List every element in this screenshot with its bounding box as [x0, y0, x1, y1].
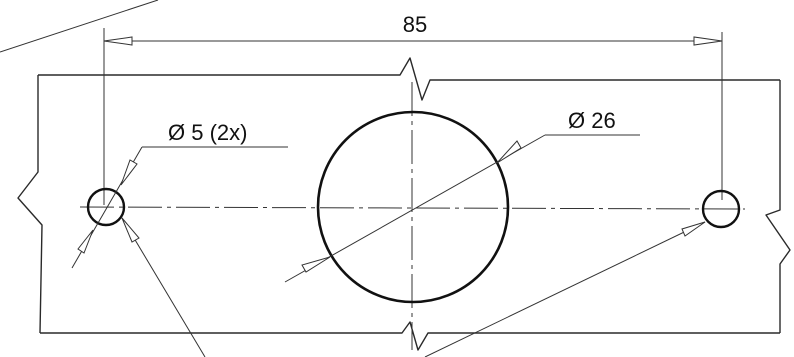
dimension-text-85: 85 — [403, 12, 427, 37]
small-hole-left — [86, 187, 126, 227]
small-hole-label: Ø 5 (2x) — [168, 120, 247, 145]
plate-outline — [17, 57, 791, 351]
small-hole-right — [701, 189, 741, 229]
leader-arrow-outer — [496, 140, 522, 164]
leader-arrow-inner — [301, 256, 331, 273]
leader-large-hole: Ø 26 — [284, 108, 640, 283]
construction-line — [0, 0, 159, 53]
leader-small-hole: Ø 5 (2x) — [71, 120, 288, 269]
leader-right-hole-lower — [424, 221, 706, 357]
leader-left-hole-lower — [121, 217, 206, 357]
leader-arrow-small-top — [120, 159, 138, 186]
dimension-arrow-left — [103, 36, 133, 46]
leader-arrow-left-lower — [121, 217, 140, 243]
large-hole-label: Ø 26 — [568, 108, 616, 133]
horizontal-centerline — [79, 206, 746, 210]
leader-arrow-right-lower — [681, 221, 706, 237]
dimension-arrow-right — [693, 36, 723, 46]
leader-arrow-small-bottom — [77, 229, 94, 254]
dimension-85: 85 — [103, 12, 723, 46]
large-hole — [316, 110, 510, 304]
